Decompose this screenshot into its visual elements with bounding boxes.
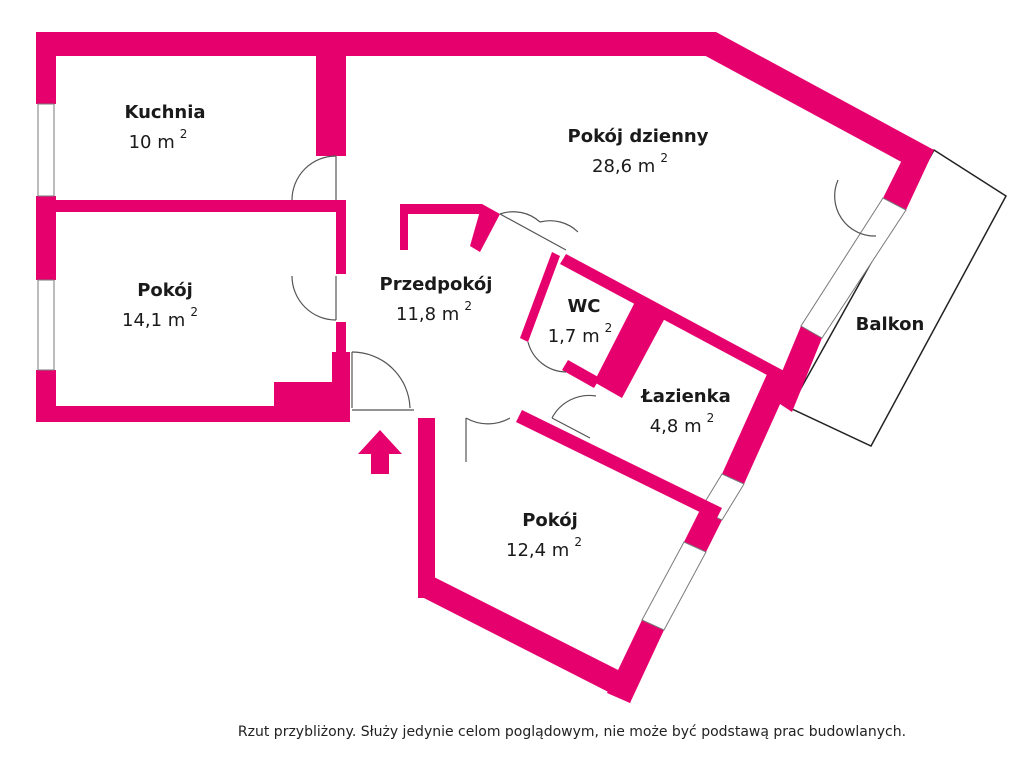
exterior-walls — [36, 32, 934, 703]
room-name-pokoj-lewy: Pokój — [137, 280, 193, 301]
room-name-pokoj-dolny: Pokój — [522, 510, 578, 531]
disclaimer-text: Rzut przybliżony. Służy jedynie celom po… — [238, 724, 906, 740]
room-name-przedpokoj: Przedpokój — [380, 274, 493, 295]
room-name-wc: WC — [567, 296, 600, 317]
room-name-lazienka: Łazienka — [640, 386, 731, 407]
room-name-pokoj-dzienny: Pokój dzienny — [568, 126, 709, 147]
balcony-outline — [788, 148, 1007, 447]
room-name-balkon: Balkon — [856, 314, 925, 335]
windows — [37, 103, 907, 631]
doors — [291, 155, 877, 462]
room-name-kuchnia: Kuchnia — [124, 102, 205, 123]
interior-walls — [52, 52, 786, 520]
up-arrow-icon — [358, 430, 402, 474]
